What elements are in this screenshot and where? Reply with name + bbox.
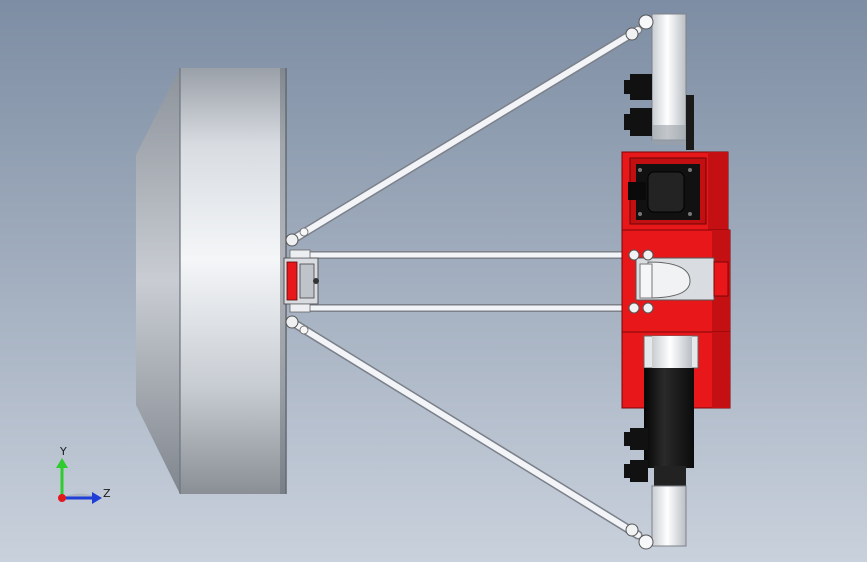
axis-triad[interactable]: Y Z <box>56 445 111 504</box>
top-post <box>651 13 687 141</box>
y-axis-label: Y <box>59 445 67 458</box>
linkage-rods <box>287 25 644 540</box>
servo-motor <box>644 368 694 468</box>
x-axis-dot <box>58 494 66 502</box>
disc-assembly[interactable] <box>136 68 287 494</box>
center-hub[interactable] <box>283 227 319 335</box>
top-bracket-upper <box>630 74 652 100</box>
actuator-assembly[interactable] <box>621 13 731 547</box>
z-axis-label: Z <box>103 487 111 500</box>
rod-upper-diagonal <box>287 25 643 245</box>
disc-cone <box>136 68 180 494</box>
bottom-post <box>651 485 687 547</box>
rod-lower-diagonal <box>287 317 643 540</box>
post-joints <box>625 14 654 550</box>
disc-rim <box>180 68 286 494</box>
top-bracket-lower <box>630 108 652 136</box>
